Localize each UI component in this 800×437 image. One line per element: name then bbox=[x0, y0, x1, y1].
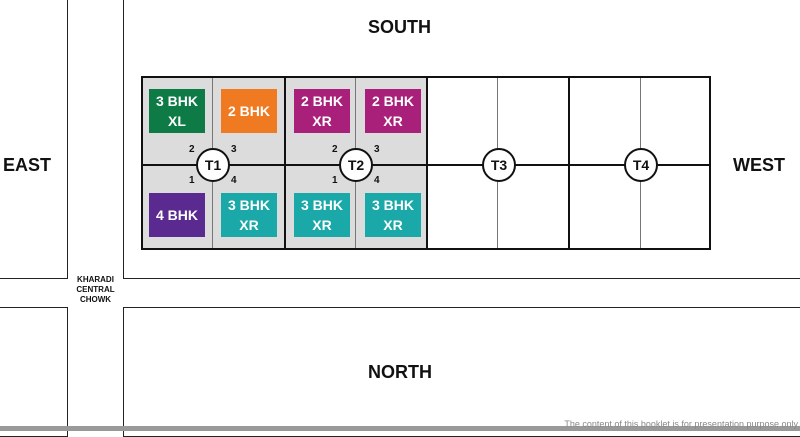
direction-north: NORTH bbox=[368, 362, 432, 382]
unit-3bhk-xr[interactable]: 3 BHK XR bbox=[294, 193, 350, 237]
tower-t3[interactable]: T3 bbox=[482, 148, 516, 182]
block-top-right bbox=[123, 0, 800, 279]
unit-2bhk-xr[interactable]: 2 BHK XR bbox=[294, 89, 350, 133]
block-bottom-right bbox=[123, 307, 800, 437]
direction-east: EAST bbox=[3, 155, 52, 175]
quadrant-number: 1 bbox=[332, 175, 338, 186]
unit-2bhk-xr[interactable]: 2 BHK XR bbox=[365, 89, 421, 133]
tower-t2[interactable]: T2 bbox=[339, 148, 373, 182]
tower-t1[interactable]: T1 bbox=[196, 148, 230, 182]
block-top-left bbox=[0, 0, 68, 279]
quadrant-number: 4 bbox=[374, 175, 380, 186]
quadrant-number: 3 bbox=[231, 144, 237, 155]
quadrant-number: 1 bbox=[189, 175, 195, 186]
unit-3bhk-xl[interactable]: 3 BHK XL bbox=[149, 89, 205, 133]
direction-west: WEST bbox=[733, 155, 785, 175]
quadrant-number: 3 bbox=[374, 144, 380, 155]
unit-3bhk-xr[interactable]: 3 BHK XR bbox=[365, 193, 421, 237]
unit-4bhk[interactable]: 4 BHK bbox=[149, 193, 205, 237]
tower-t4[interactable]: T4 bbox=[624, 148, 658, 182]
site-plan: 3 BHK XL 2 BHK 2 BHK XR 2 BHK XR 4 BHK 3… bbox=[141, 76, 711, 250]
direction-south: SOUTH bbox=[368, 17, 431, 37]
quadrant-number: 4 bbox=[231, 175, 237, 186]
quadrant-number: 2 bbox=[332, 144, 338, 155]
landmark-label: KHARADI CENTRAL CHOWK bbox=[76, 275, 115, 304]
unit-3bhk-xr[interactable]: 3 BHK XR bbox=[221, 193, 277, 237]
unit-2bhk[interactable]: 2 BHK bbox=[221, 89, 277, 133]
block-bottom-left bbox=[0, 307, 68, 437]
disclaimer: The content of this booklet is for prese… bbox=[564, 419, 798, 429]
footer-bar bbox=[0, 426, 800, 431]
quadrant-number: 2 bbox=[189, 144, 195, 155]
